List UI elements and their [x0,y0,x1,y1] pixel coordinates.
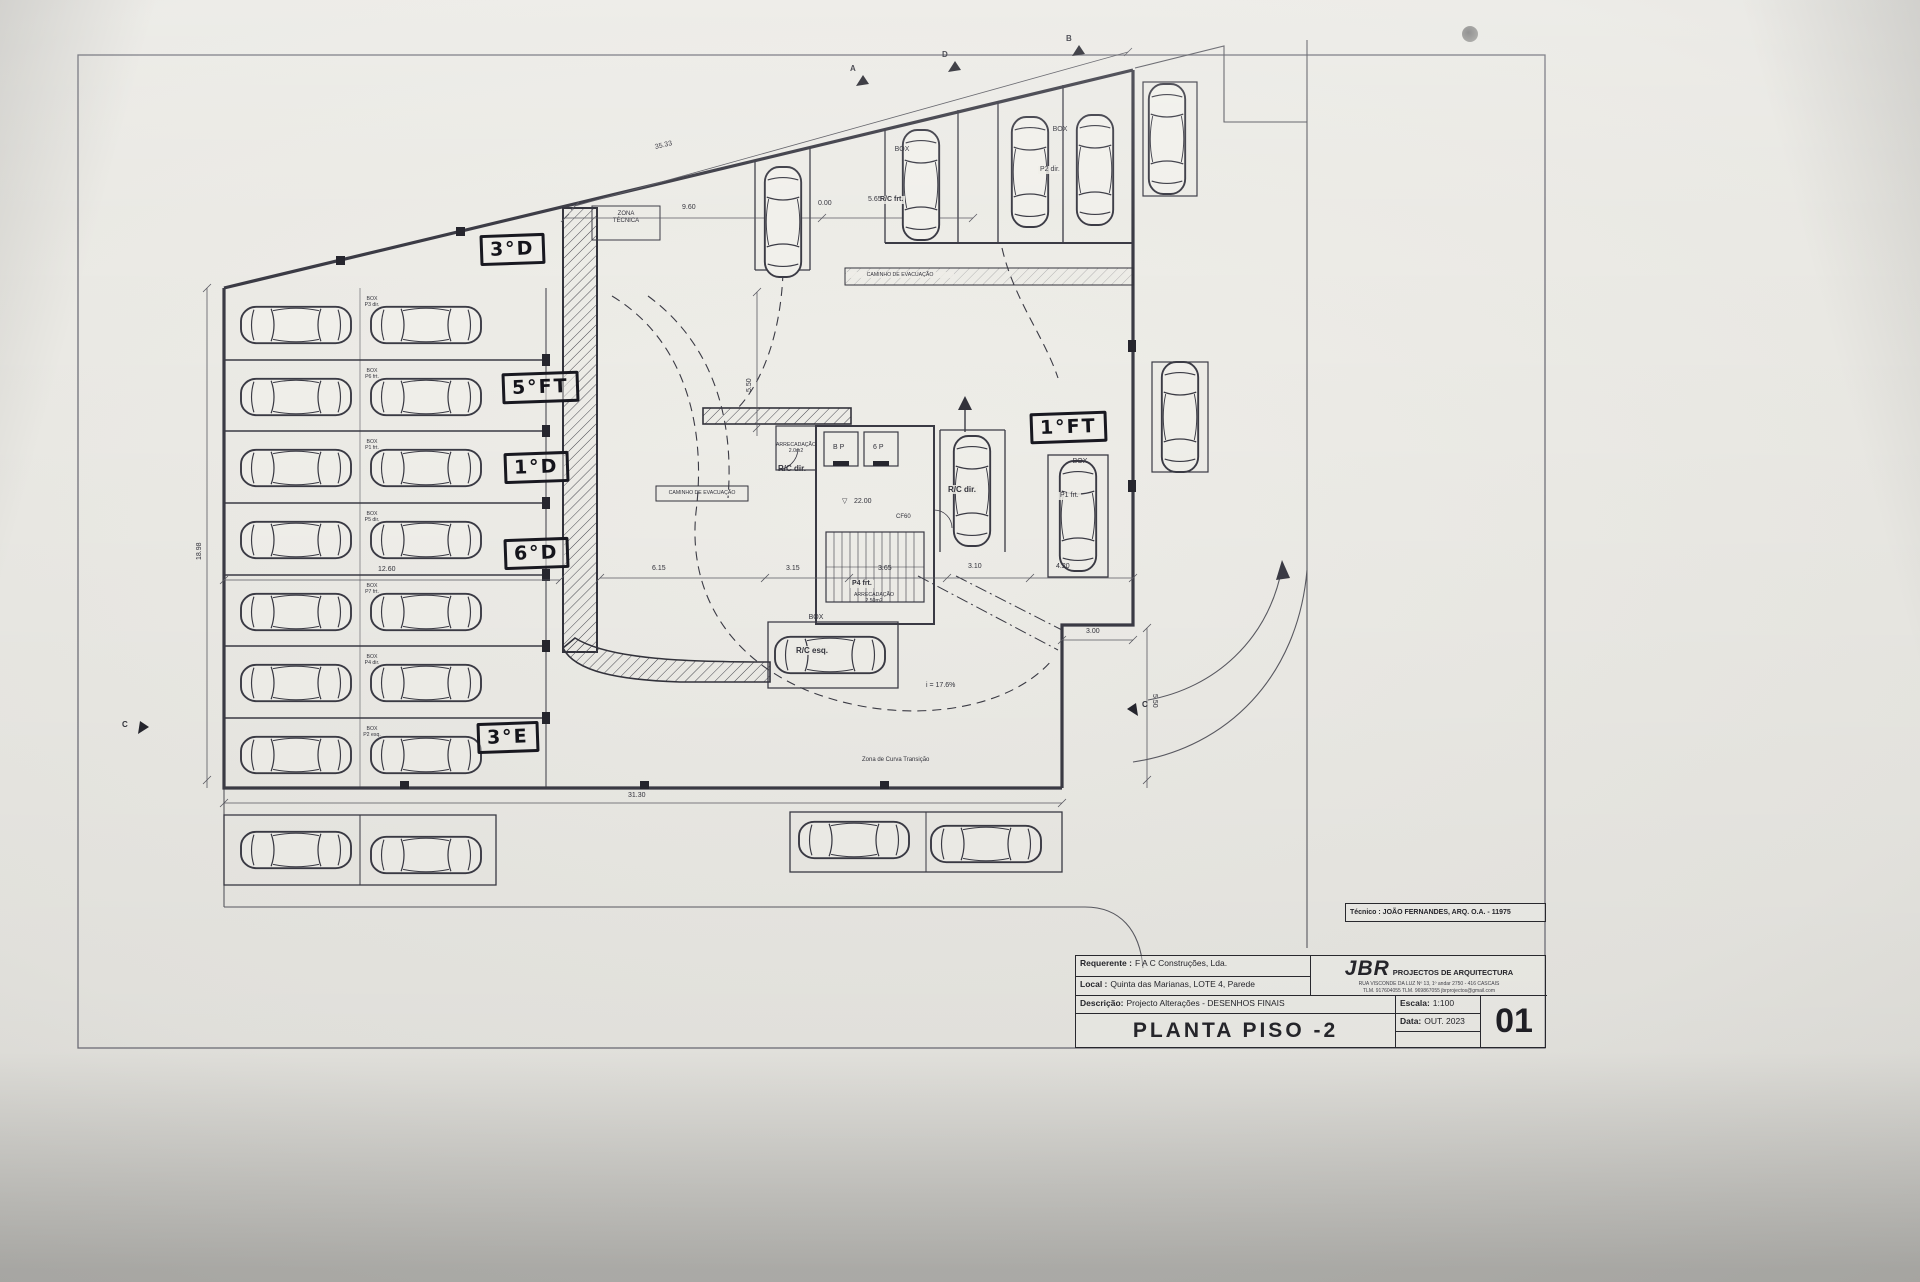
handwritten-3d: 3°D [479,232,546,267]
box-label: BOX [894,146,910,153]
firm-name: JBR [1344,957,1390,980]
firm-contacts: TLM. 917604055 TLM. 969867055 jbrproject… [1362,987,1495,994]
p2-dir-label: P2 dir. [1038,166,1062,175]
sheet-number: 01 [1495,1002,1533,1040]
bottom-stall-lines [223,811,1063,886]
dim-9-60: 9.60 [682,204,696,211]
zona-tecnica-label: ZONA TÉCNICA [612,211,640,225]
dim-4-20: 4.20 [1056,563,1070,570]
dim-31-30: 31.30 [628,792,646,799]
dim-5-65: 5.65 [868,196,882,203]
dim-5-50-centre: 5.50 [746,378,753,392]
dim-6-15: 6.15 [652,565,666,572]
caminho-evacuacao-label: CAMINHO DE EVACUAÇÃO [846,272,954,279]
rc-dir-label: R/C dir. [946,485,979,495]
local-cell: Local :Quinta das Marianas, LOTE 4, Pare… [1076,977,1311,996]
data-cell: Data:OUT. 2023 [1396,1014,1481,1032]
tecnico-strip: Técnico : JOÃO FERNANDES, ARQ. O.A. - 11… [1345,903,1546,922]
box-label: BOX [1052,126,1068,133]
caminho-evacuacao-label: CAMINHO DE EVACUAÇÃO [668,490,736,496]
level-marker-icon: ▽ [842,498,848,505]
cf60-label: CF60 [896,514,911,520]
title-block: Requerente :F A C Construções, Lda. Loca… [1075,955,1547,1048]
section-marker-triangles [138,45,1138,734]
rc-dir-label: R/C dir. [778,464,807,473]
section-marker-b: B [1066,34,1072,43]
sheet-frame [77,54,1546,1049]
handwritten-6d: 6°D [503,536,570,571]
drawing-title: PLANTA PISO -2 [1076,1014,1396,1047]
cars [240,83,1200,875]
handwritten-3e: 3°E [476,720,540,755]
section-marker-c-right: C [1142,700,1148,709]
descricao-cell: Descrição:Projecto Alterações - DESENHOS… [1076,996,1396,1014]
top-stall-lines [591,81,1209,473]
dim-3-65: 3.65 [878,565,892,572]
dim-3-00: 3.00 [1086,628,1100,635]
punch-hole [1462,26,1478,42]
section-marker-c-left: C [122,720,128,729]
handwritten-1d: 1°D [503,450,570,485]
handwritten-1ft: 1°FT [1029,410,1108,445]
rc-esq-label: R/C esq. [794,646,831,656]
escala-label: Escala: [1400,998,1430,1008]
empty-cell [1396,1032,1481,1047]
firm-tagline: PROJECTOS DE ARQUITECTURA [1392,968,1514,977]
slope-note: i = 17.6% [926,682,956,689]
descricao-label: Descrição: [1080,998,1124,1008]
ramp-hatch [562,207,1134,683]
dim-3-10: 3.10 [968,563,982,570]
section-marker-d: D [942,50,948,59]
elevator-bp-label: B P [833,444,845,451]
site-boundary [223,40,1308,969]
level-value: 22.00 [854,498,872,505]
dim-0-00: 0.00 [818,200,832,207]
p4-frt-label: P4 frt. [850,580,874,589]
dim-12-60: 12.60 [378,566,396,573]
data-label: Data: [1400,1016,1422,1026]
escala-cell: Escala:1:100 [1396,996,1481,1014]
data-value: OUT. 2023 [1424,1016,1465,1026]
local-label: Local : [1080,979,1108,989]
handwritten-5ft: 5°FT [501,370,580,405]
firm-address: RUA VISCONDE DA LUZ Nº 13, 1º andar 2750… [1358,981,1500,987]
dim-18-98: 18.98 [196,542,203,560]
box-label: BOX [1072,458,1088,465]
ramp-arrow [958,396,972,432]
pillars [336,227,1136,789]
right-stall-lines [767,429,1109,689]
p1-frt-label: P1 frt. [1058,492,1081,501]
local-value: Quinta das Marianas, LOTE 4, Parede [1110,979,1255,989]
stair-elevator-core [775,425,953,625]
requerente-value: F A C Construções, Lda. [1134,958,1228,968]
drive-path-dashed [611,247,1059,712]
arrecadacao-label: ARRECADAÇÃO 2.0m2 [775,442,817,455]
dim-3-15: 3.15 [786,565,800,572]
descricao-value: Projecto Alterações - DESENHOS FINAIS [1126,998,1285,1008]
arrecadacao-label: ARRECADAÇÃO 2.50m2 [853,592,895,605]
escala-value: 1:100 [1432,998,1455,1008]
curve-transition-note: Zona de Curva Transição [862,757,930,763]
section-marker-a: A [850,64,856,73]
axis-dashdot [917,575,1063,651]
requerente-label: Requerente : [1080,958,1132,968]
dim-5-50: 5.50 [1151,694,1158,708]
elevator-6p-label: 6 P [873,444,884,451]
box-label: BOX [808,614,824,621]
requerente-cell: Requerente :F A C Construções, Lda. [1076,956,1311,977]
rc-frt-label: R/C frt. [878,196,906,205]
